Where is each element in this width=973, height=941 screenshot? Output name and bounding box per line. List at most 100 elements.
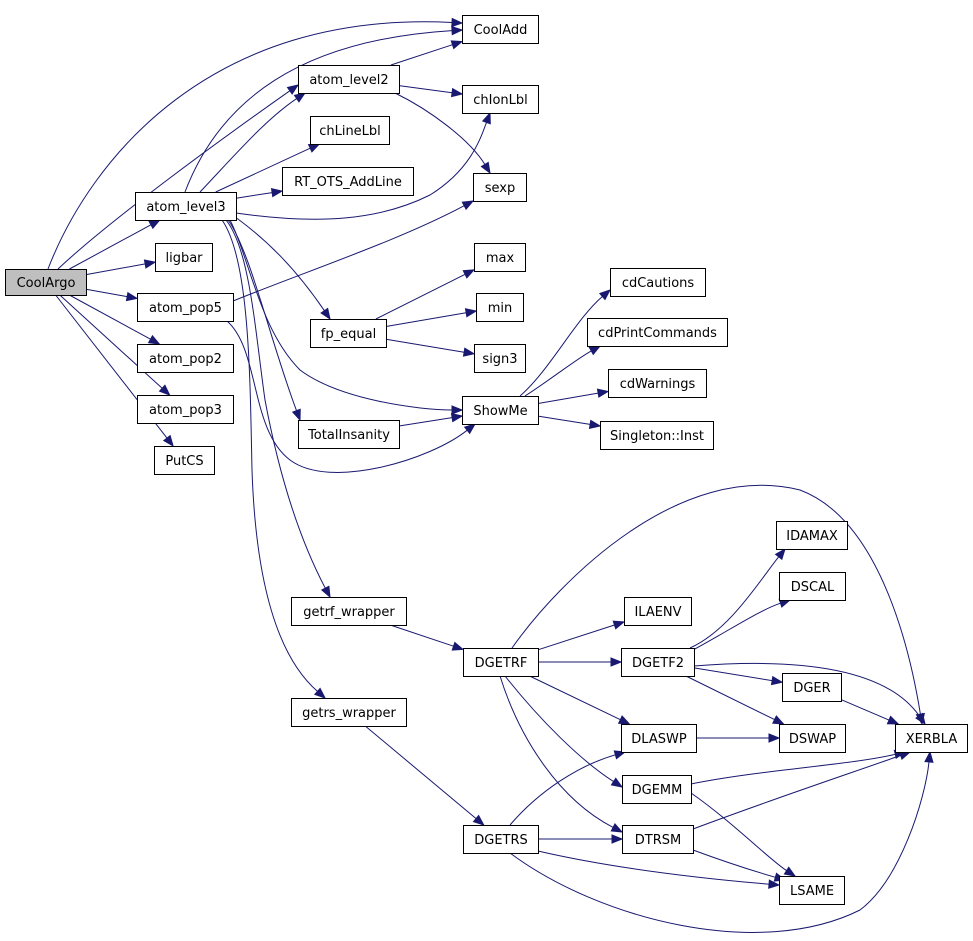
node-box[interactable] — [610, 268, 706, 297]
edge-atom_level2-to-CoolAdd — [390, 40, 464, 66]
node-DTRSM[interactable]: DTRSM — [622, 825, 694, 854]
node-CoolArgo[interactable]: CoolArgo — [5, 269, 87, 296]
edge-ShowMe-to-cdCautions — [519, 289, 612, 397]
node-box[interactable] — [587, 318, 728, 347]
arrowhead-icon — [162, 434, 174, 448]
edge-atom_level3-to-atom_level2 — [199, 92, 307, 193]
node-DLASWP[interactable]: DLASWP — [621, 724, 697, 753]
node-atom_pop5[interactable]: atom_pop5 — [137, 293, 234, 322]
node-LSAME[interactable]: LSAME — [779, 876, 845, 905]
node-ILAENV[interactable]: ILAENV — [624, 597, 692, 626]
node-IDAMAX[interactable]: IDAMAX — [776, 521, 848, 550]
node-box[interactable] — [621, 648, 695, 677]
node-box[interactable] — [776, 521, 848, 550]
node-box[interactable] — [5, 269, 87, 296]
edge-line — [385, 312, 467, 327]
node-label: ShowMe — [473, 404, 527, 419]
node-getrf_wrapper[interactable]: getrf_wrapper — [291, 597, 407, 626]
node-atom_pop3[interactable]: atom_pop3 — [137, 395, 234, 424]
edge-DTRSM-to-LSAME — [692, 849, 787, 882]
node-box[interactable] — [608, 369, 707, 398]
node-PutCS[interactable]: PutCS — [154, 446, 215, 475]
node-box[interactable] — [298, 65, 400, 94]
edge-atom_level3-to-ShowMe — [229, 219, 464, 415]
node-cdCautions[interactable]: cdCautions — [610, 268, 706, 297]
node-box[interactable] — [779, 572, 846, 601]
node-ligbar[interactable]: ligbar — [155, 243, 213, 272]
node-ShowMe[interactable]: ShowMe — [462, 396, 539, 425]
node-box[interactable] — [462, 85, 539, 114]
arrowhead-icon — [596, 388, 610, 398]
node-box[interactable] — [135, 192, 237, 221]
node-DSCAL[interactable]: DSCAL — [779, 572, 846, 601]
node-box[interactable] — [310, 116, 390, 145]
node-getrs_wrapper[interactable]: getrs_wrapper — [291, 698, 407, 727]
node-box[interactable] — [282, 167, 414, 196]
node-DGETRF[interactable]: DGETRF — [463, 648, 539, 677]
node-max[interactable]: max — [474, 243, 526, 272]
edge-fp_equal-to-max — [375, 269, 476, 320]
node-box[interactable] — [624, 597, 692, 626]
node-DSWAP[interactable]: DSWAP — [779, 724, 846, 753]
node-box[interactable] — [600, 421, 714, 450]
node-box[interactable] — [895, 724, 968, 753]
edge-atom_level3-to-getrf_wrapper — [225, 219, 331, 599]
edge-line — [692, 602, 781, 651]
node-box[interactable] — [291, 698, 407, 727]
edge-atom_level2-to-sexp — [394, 92, 491, 175]
node-RT_OTS_AddLine[interactable]: RT_OTS_AddLine — [282, 167, 414, 196]
node-chIonLbl[interactable]: chIonLbl — [462, 85, 539, 114]
node-label: cdWarnings — [620, 377, 696, 392]
node-box[interactable] — [779, 876, 845, 905]
node-min[interactable]: min — [476, 293, 524, 322]
node-box[interactable] — [137, 344, 234, 373]
edge-line — [685, 675, 775, 721]
node-Singleton_Inst[interactable]: Singleton::Inst — [600, 421, 714, 450]
edge-DGETF2-to-DGER — [693, 667, 784, 686]
node-fp_equal[interactable]: fp_equal — [310, 319, 387, 348]
arrowhead-icon — [450, 87, 464, 98]
edge-line — [519, 296, 603, 397]
node-box[interactable] — [621, 724, 697, 753]
node-DGER[interactable]: DGER — [782, 673, 842, 702]
node-box[interactable] — [298, 420, 400, 449]
node-atom_pop2[interactable]: atom_pop2 — [137, 344, 234, 373]
node-sign3[interactable]: sign3 — [474, 344, 526, 373]
node-atom_level2[interactable]: atom_level2 — [298, 65, 400, 94]
node-cdPrintCommands[interactable]: cdPrintCommands — [587, 318, 728, 347]
node-box[interactable] — [155, 243, 213, 272]
node-box[interactable] — [137, 395, 234, 424]
node-label: DSWAP — [789, 732, 836, 747]
node-box[interactable] — [473, 173, 527, 202]
node-box[interactable] — [462, 15, 539, 44]
node-box[interactable] — [154, 446, 215, 475]
node-box[interactable] — [622, 825, 694, 854]
node-sexp[interactable]: sexp — [473, 173, 527, 202]
node-box[interactable] — [622, 775, 692, 804]
node-box[interactable] — [476, 293, 524, 322]
node-DGEMM[interactable]: DGEMM — [622, 775, 692, 804]
node-label: Singleton::Inst — [610, 429, 704, 444]
arrowhead-icon — [450, 412, 464, 423]
node-box[interactable] — [779, 724, 846, 753]
arrowhead-icon — [768, 879, 781, 889]
node-box[interactable] — [474, 243, 526, 272]
node-box[interactable] — [462, 396, 539, 425]
node-box[interactable] — [291, 597, 407, 626]
node-box[interactable] — [463, 648, 539, 677]
node-XERBLA[interactable]: XERBLA — [895, 724, 968, 753]
node-box[interactable] — [463, 825, 539, 854]
node-box[interactable] — [782, 673, 842, 702]
node-box[interactable] — [310, 319, 387, 348]
node-TotalInsanity[interactable]: TotalInsanity — [298, 420, 400, 449]
node-CoolAdd[interactable]: CoolAdd — [462, 15, 539, 44]
node-DGETF2[interactable]: DGETF2 — [621, 648, 695, 677]
edge-line — [693, 667, 773, 682]
node-atom_level3[interactable]: atom_level3 — [135, 192, 237, 221]
node-box[interactable] — [474, 344, 526, 373]
edge-atom_level3-to-chLineLbl — [215, 143, 321, 193]
node-cdWarnings[interactable]: cdWarnings — [608, 369, 707, 398]
node-chLineLbl[interactable]: chLineLbl — [310, 116, 390, 145]
node-box[interactable] — [137, 293, 234, 322]
node-DGETRS[interactable]: DGETRS — [463, 825, 539, 854]
